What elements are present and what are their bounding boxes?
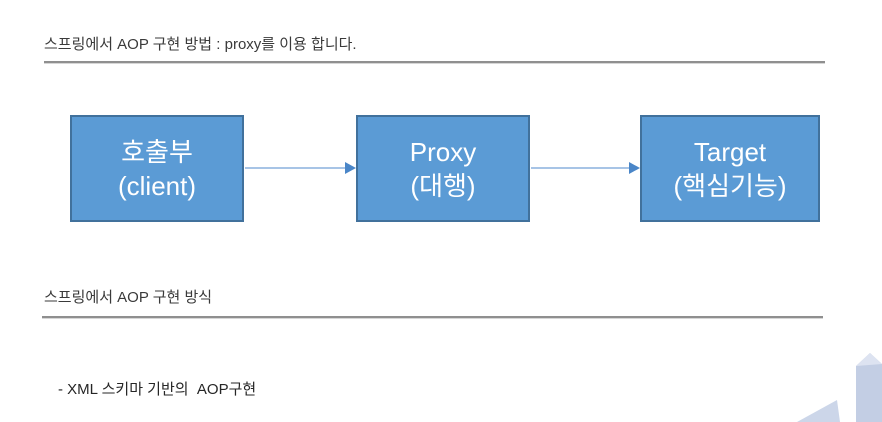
deco-band-facet-icon [856,353,882,366]
deco-band-icon [856,353,882,422]
section2-title: 스프링에서 AOP 구현 방식 [44,289,213,306]
section1-title: 스프링에서 AOP 구현 방법 : proxy를 이용 합니다. [44,36,357,53]
section2-underline [42,316,823,319]
deco-small-triangle-icon [797,400,840,422]
diagram-box-target: Target (핵심기능) [640,115,820,222]
box-proxy-line1: Proxy [409,136,477,167]
arrow-head-icon [345,162,356,174]
box-proxy-line2: (대행) [410,170,476,201]
bullet-xml-schema: - XML 스키마 기반의 AOP구현 [58,381,257,398]
box-target-line1: Target [693,136,767,167]
diagram-box-proxy: Proxy (대행) [356,115,530,222]
section1-underline [44,61,825,64]
box-target-line2: (핵심기능) [673,170,787,201]
box-client-line1: 호출부 [121,136,193,167]
arrow-head-icon [629,162,640,174]
box-client-line2: (client) [117,170,196,201]
arrow-client-to-proxy [245,162,356,174]
arrow-proxy-to-target [531,162,640,174]
diagram-box-client: 호출부 (client) [70,115,244,222]
bullet-list: - XML 스키마 기반의 AOP구현 - @Aspect 어노테이션 기반의 … [58,332,314,422]
